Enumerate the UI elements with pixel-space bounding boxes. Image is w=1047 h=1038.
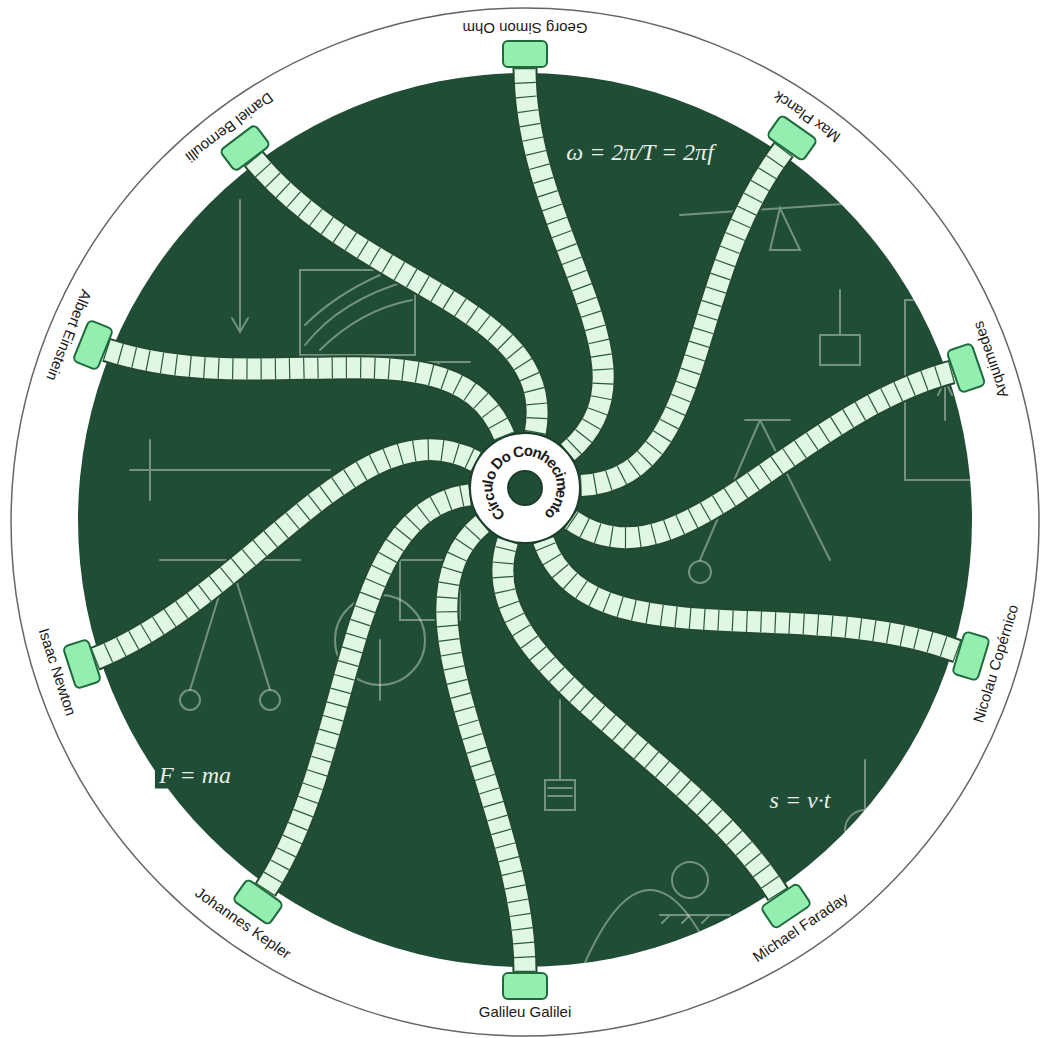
track-path [253,159,537,433]
track-outline [265,495,469,890]
track-cells [447,524,525,972]
track-cells [544,541,958,651]
scientist-name: Arquimedes [969,319,1011,400]
label-column: Johannes Kepler [192,883,294,962]
scientist-name: Galileu Galilei [479,1003,572,1020]
track-outline [253,159,537,433]
label-column: Daniel Bernoulli [182,89,276,166]
player-tab: Michael Faraday [759,882,813,931]
track-cells [265,495,469,890]
track-path [503,541,778,894]
player-tab: Johannes Kepler [231,877,285,926]
label-column: Albert Einstein [43,288,95,384]
track-band [265,495,469,890]
player-tab: Arquimedes [945,342,986,395]
label-column: Arquimedes [969,319,1011,400]
label-column: Michael Faraday [749,889,850,965]
track-path [95,450,476,659]
track-outline [447,524,525,972]
player-tab: Daniel Bernoulli [218,123,272,173]
track-path [544,541,958,651]
center-hub: Círculo Do Conhecimento [469,432,581,544]
track-band [581,149,784,485]
track-band [253,159,537,433]
track-path [265,495,469,890]
track-cells [571,372,952,538]
label-column: Nicolau Copérnico [969,603,1021,725]
chalk-formula: F = ma [155,762,235,789]
label-column: Isaac Newton [35,626,79,718]
player-tab: Nicolau Copérnico [951,630,991,682]
label-column: Galileu Galilei [479,1003,572,1020]
chalk-formula: ω = 2π/T = 2πf [562,139,718,166]
chalkboard-disk [78,73,972,967]
chalk-drawings [130,40,985,1000]
track-band [544,541,958,651]
track-cells [95,450,476,659]
track-path [571,372,952,538]
track-outline [581,149,784,485]
track-cells [581,149,784,485]
player-tab: Albert Einstein [71,319,114,372]
chalk-formula: s = v·t [766,787,835,814]
track-band [447,524,525,972]
scientist-name: Daniel Bernoulli [182,89,276,166]
track-outline [95,450,476,659]
track-cells [106,350,504,436]
track-band [106,350,504,436]
scientist-name: Nicolau Copérnico [969,603,1021,725]
label-column: Max Planck [770,88,843,146]
track-outline [544,541,958,651]
scientist-name: Johannes Kepler [192,883,294,962]
track-band [503,541,778,894]
track-path [447,524,525,972]
player-tab: Georg Simon Ohm [502,40,548,68]
scientist-name: Michael Faraday [749,889,850,965]
scientist-name: Albert Einstein [43,288,95,384]
track-path [106,350,504,436]
track-cells [253,159,537,433]
player-tab: Max Planck [765,114,819,163]
track-outline [106,350,504,436]
board-rim [11,8,1039,1036]
track-cells [503,541,778,894]
label-column: Georg Simon Ohm [462,20,587,37]
scientist-name: Georg Simon Ohm [462,20,587,37]
track-path [581,149,784,485]
hub-title: Círculo Do Conhecimento [471,434,579,542]
player-tab: Isaac Newton [61,638,102,690]
scientist-name: Max Planck [770,88,843,146]
track-band [95,450,476,659]
track-outline [571,372,952,538]
player-tab: Galileu Galilei [502,972,548,1000]
scientist-name: Isaac Newton [35,626,79,718]
track-band [571,372,952,538]
hub-hole [507,470,543,506]
track-outline [503,541,778,894]
